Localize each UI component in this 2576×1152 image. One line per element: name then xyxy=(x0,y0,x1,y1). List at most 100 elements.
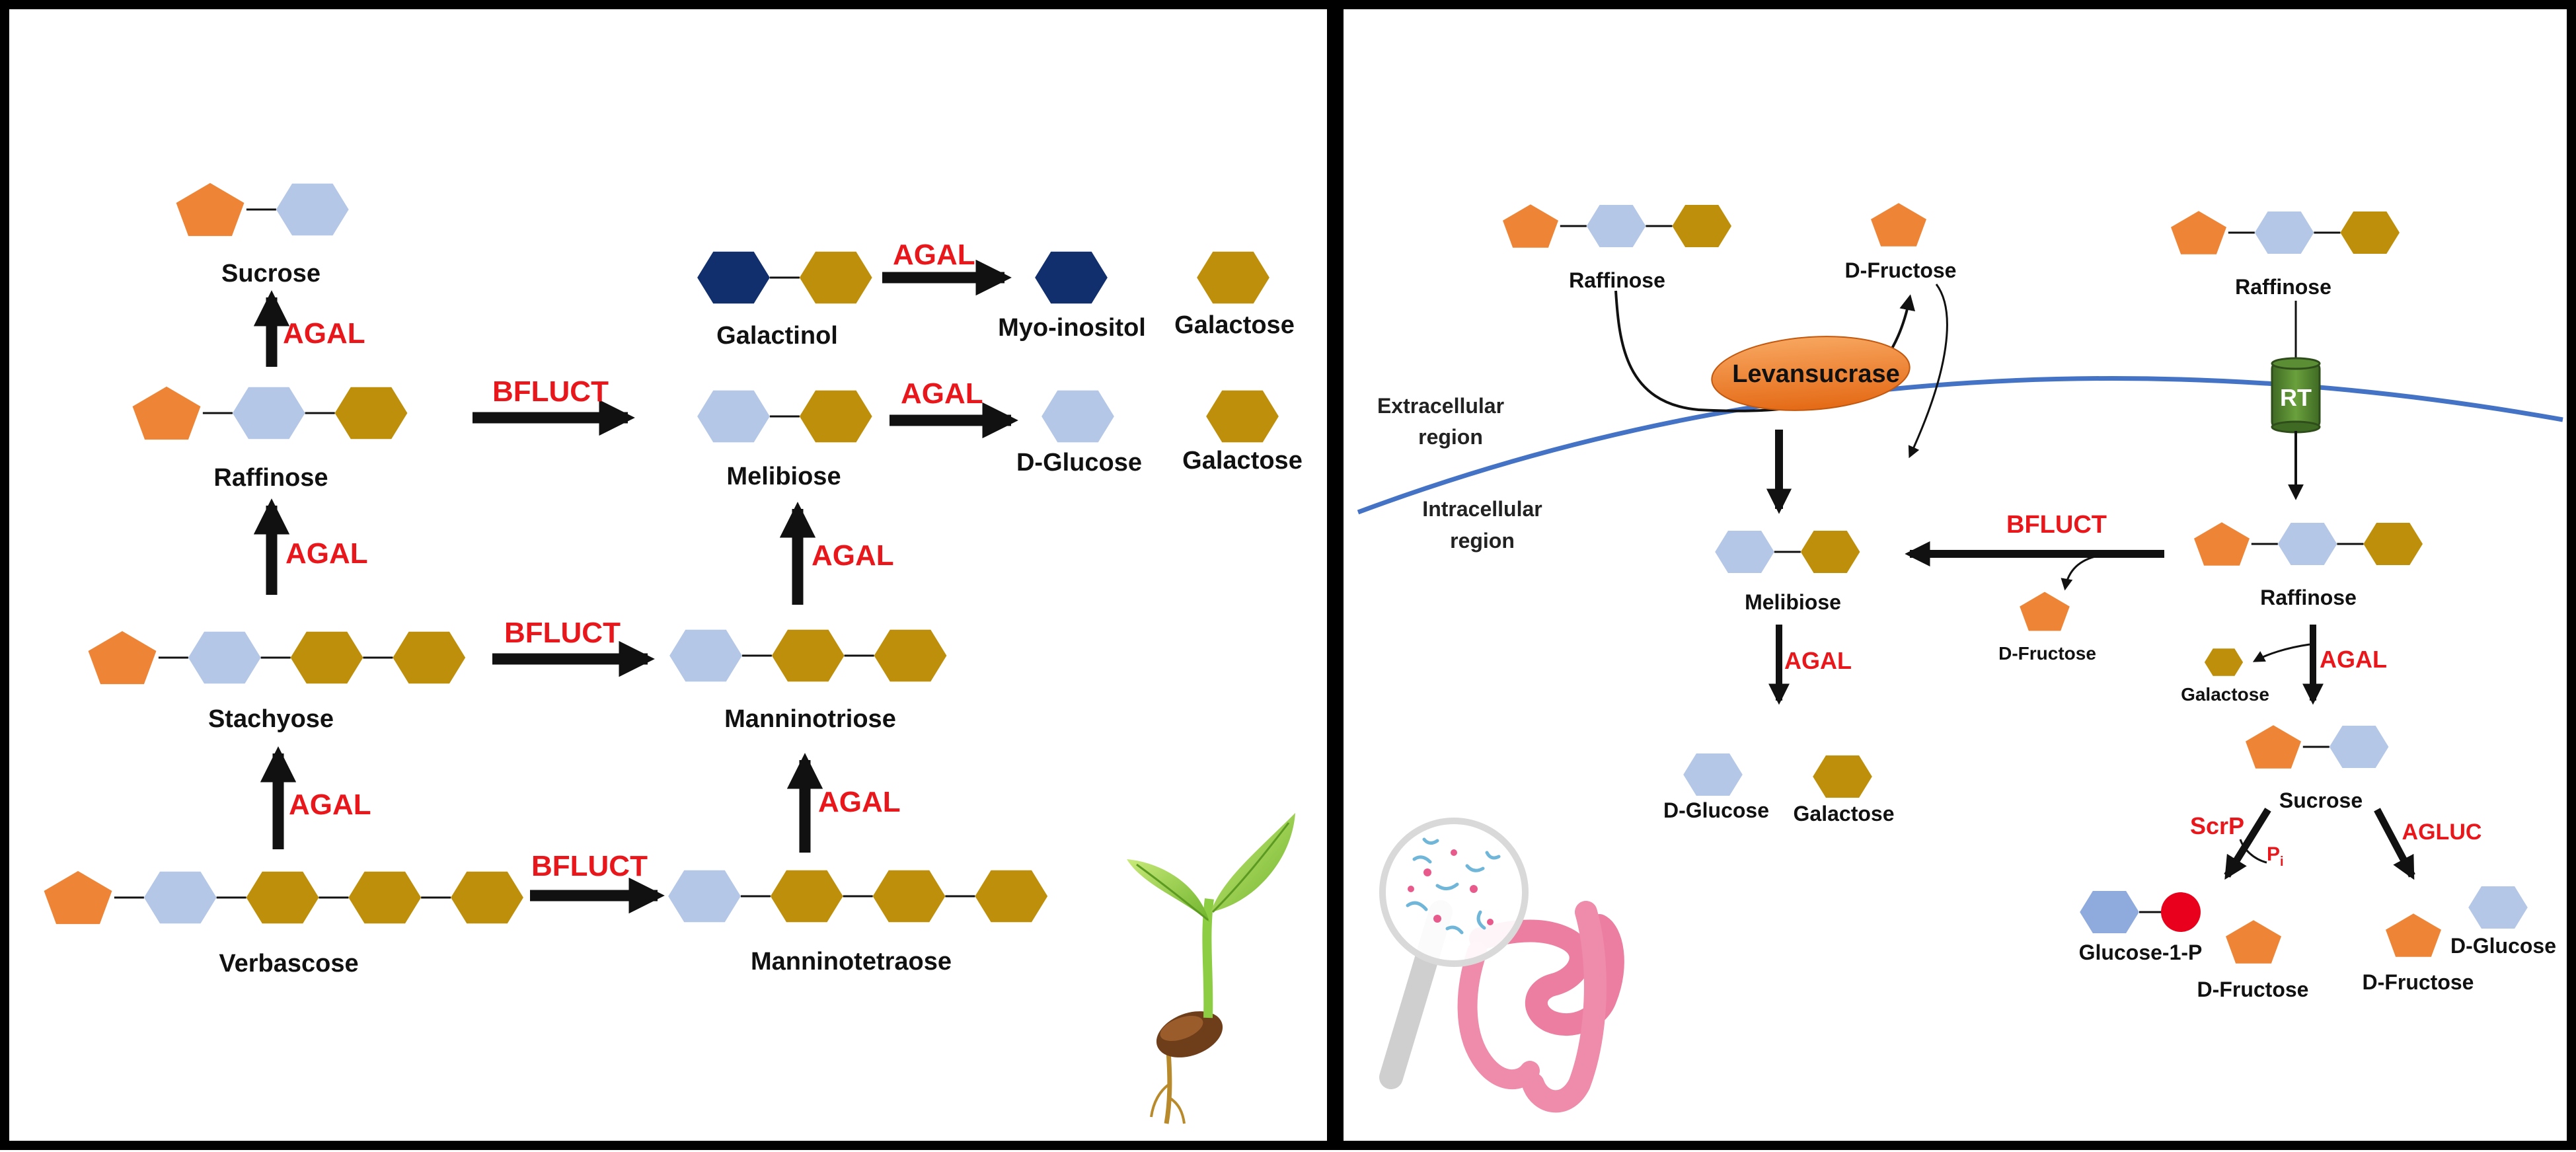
arrow-pi-input xyxy=(2239,839,2267,864)
glucose-phosphate-unit xyxy=(2080,891,2139,933)
glucose-unit xyxy=(669,629,742,682)
arrow-fructose-release-bfluct xyxy=(2061,554,2102,591)
glucose-unit xyxy=(232,387,305,440)
fructose-unit xyxy=(176,182,245,237)
raffinose-transporter: RT xyxy=(2271,301,2321,500)
molecule-melibiose xyxy=(697,390,872,443)
label-pi-sub: i xyxy=(2280,855,2284,869)
label-d-glucose: D-Glucose xyxy=(1016,449,1142,477)
glucose-unit xyxy=(1042,390,1114,443)
molecule-d-fructose-agluc xyxy=(2386,913,2441,957)
label-raffinose-right: Raffinose xyxy=(2235,275,2331,299)
molecule-galactose-right xyxy=(1813,755,1872,798)
label-extracellular-1: Extracellular xyxy=(1377,394,1504,418)
cell-membrane xyxy=(1357,376,2563,515)
enzyme-scrp: ScrP xyxy=(2190,812,2244,839)
label-melibiose: Melibiose xyxy=(726,463,841,490)
galactose-unit xyxy=(874,629,947,682)
glucose-unit xyxy=(1715,531,1774,573)
label-sucrose: Sucrose xyxy=(221,260,321,288)
enzyme-agal-1: AGAL xyxy=(283,317,365,350)
left-labels: Sucrose Raffinose Stachyose Verbascose G… xyxy=(208,260,1303,978)
enzyme-agal-2: AGAL xyxy=(285,537,368,570)
enzyme-bfluct-right: BFLUCT xyxy=(2006,511,2107,539)
glucose-unit xyxy=(697,390,770,443)
molecule-sucrose xyxy=(176,182,349,237)
galactose-unit xyxy=(2340,211,2400,254)
molecule-d-fructose-mid xyxy=(2020,592,2070,631)
galactose-unit xyxy=(1206,390,1279,443)
seedling-icon xyxy=(1127,813,1295,1124)
galactose-unit xyxy=(348,871,422,924)
left-panel-frame xyxy=(0,0,1336,1150)
glucose-unit xyxy=(276,183,349,236)
label-raffinose-out: Raffinose xyxy=(1569,268,1665,292)
molecule-verbascose xyxy=(44,870,523,925)
arrow-sucrose-agluc xyxy=(2374,808,2415,880)
galactose-unit xyxy=(334,387,408,440)
galactose-unit xyxy=(771,629,845,682)
label-raffinose-in: Raffinose xyxy=(2260,586,2357,609)
label-sucrose-right: Sucrose xyxy=(2279,788,2363,812)
enzyme-agal-right-right: AGAL xyxy=(2320,646,2387,673)
enzyme-agal-3: AGAL xyxy=(289,788,371,821)
molecule-d-fructose-out xyxy=(1871,203,1926,247)
molecule-d-glucose xyxy=(1042,390,1114,443)
left-enzyme-labels: AGAL AGAL AGAL AGAL AGAL AGAL AGAL BFLUC… xyxy=(283,239,983,882)
right-labels: Raffinose D-Fructose Raffinose Extracell… xyxy=(1377,258,2556,1001)
label-pi: Pi xyxy=(2267,843,2284,869)
label-glucose-1-p: Glucose-1-P xyxy=(2079,941,2203,964)
fructose-unit xyxy=(2226,920,2281,964)
label-galactose-mid: Galactose xyxy=(1182,447,1303,475)
molecule-sucrose-right xyxy=(2246,725,2389,769)
molecule-raffinose-right xyxy=(2171,211,2400,254)
fructose-unit xyxy=(132,386,201,440)
inositol-unit xyxy=(1035,251,1108,304)
enzyme-agal-6: AGAL xyxy=(812,539,894,572)
glucose-unit xyxy=(1683,753,1743,796)
arrow-galactose-release xyxy=(2252,643,2310,662)
glucose-unit xyxy=(1586,205,1646,247)
galactose-unit xyxy=(290,631,363,684)
label-intracellular-1: Intracellular xyxy=(1422,497,1542,521)
phosphate-group xyxy=(2161,892,2201,932)
molecule-d-glucose-right xyxy=(1683,753,1743,796)
galactose-unit xyxy=(799,390,872,443)
fructose-unit xyxy=(1503,204,1558,248)
label-d-fructose-agluc: D-Fructose xyxy=(2363,970,2474,994)
galactose-unit xyxy=(799,251,872,304)
levansucrase-enzyme xyxy=(1711,336,1911,411)
label-galactose-right: Galactose xyxy=(1794,802,1895,826)
molecule-d-glucose-agluc xyxy=(2468,886,2528,929)
label-stachyose: Stachyose xyxy=(208,705,334,733)
label-d-glucose-right: D-Glucose xyxy=(1663,798,1769,822)
glucose-unit xyxy=(668,870,741,923)
galactose-unit xyxy=(246,871,319,924)
label-myo-inositol: Myo-inositol xyxy=(998,314,1146,342)
label-d-fructose-scrp: D-Fructose xyxy=(2197,978,2309,1001)
fructose-unit xyxy=(1871,203,1926,247)
fructose-unit xyxy=(2020,592,2070,631)
label-extracellular-2: region xyxy=(1418,425,1483,449)
fructose-unit xyxy=(2246,725,2301,769)
enzyme-agal-7: AGAL xyxy=(818,786,901,818)
galactose-unit xyxy=(1672,205,1731,247)
galactose-unit xyxy=(1813,755,1872,798)
molecule-melibiose-right xyxy=(1715,531,1860,573)
galactose-unit xyxy=(1800,531,1860,573)
label-pi-main: P xyxy=(2267,843,2280,865)
galactose-unit xyxy=(393,631,466,684)
galactose-unit xyxy=(2204,648,2244,676)
gut-microbiome-magnifier-icon xyxy=(1379,818,1624,1113)
molecule-galactinol xyxy=(697,251,872,304)
glucose-unit xyxy=(143,871,217,924)
label-intracellular-2: region xyxy=(1450,529,1515,553)
molecule-galactose-mid xyxy=(1206,390,1279,443)
fructose-unit xyxy=(2386,913,2441,957)
label-verbascose: Verbascose xyxy=(219,950,358,978)
fructose-unit xyxy=(2194,522,2250,566)
label-manninotriose: Manninotriose xyxy=(724,705,896,733)
fructose-unit xyxy=(2171,211,2226,254)
label-galactose-top: Galactose xyxy=(1174,311,1295,339)
